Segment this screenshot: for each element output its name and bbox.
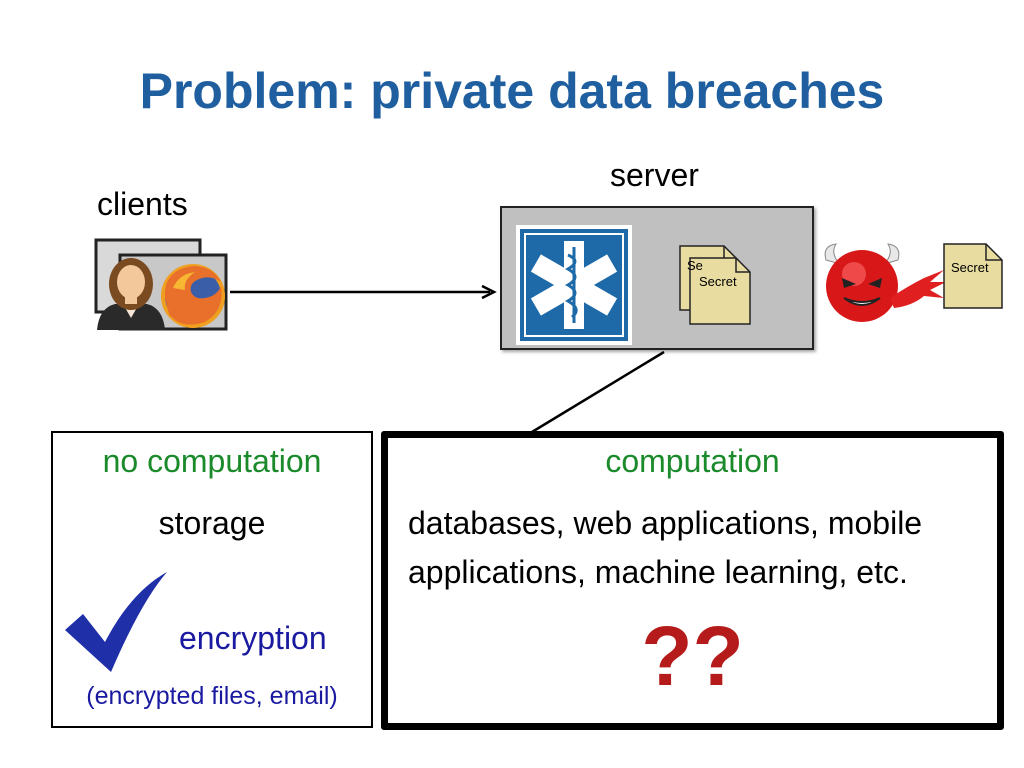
client-window-icon <box>94 238 228 331</box>
devil-face-icon <box>824 243 946 322</box>
user-avatar-icon <box>97 258 165 330</box>
encryption-label: encryption <box>179 620 327 656</box>
no-computation-heading: no computation <box>102 443 322 479</box>
server-label: server <box>610 157 699 193</box>
computation-examples-line-1: databases, web applications, mobile <box>408 505 923 541</box>
encryption-note: (encrypted files, email) <box>86 682 338 710</box>
computation-box <box>381 431 1004 730</box>
unknown-question-marks: ?? <box>641 609 744 703</box>
stolen-document-icon <box>943 243 1003 309</box>
server-to-box-connector <box>531 350 665 434</box>
computation-heading: computation <box>605 443 780 479</box>
computation-examples-line-2: applications, machine learning, etc. <box>408 554 908 590</box>
slide-title: Problem: private data breaches <box>139 63 885 119</box>
client-to-server-arrow <box>230 284 497 300</box>
stolen-doc-label: Secret <box>951 260 989 275</box>
medical-star-of-life-icon <box>516 225 632 345</box>
no-computation-box <box>51 431 373 728</box>
client-icon-group <box>93 238 233 334</box>
firefox-icon <box>161 264 225 328</box>
server-doc-front-label: Secret <box>699 274 737 289</box>
server-document-stack-icon <box>679 245 751 325</box>
server-doc-back-label: Se <box>687 258 703 273</box>
checkmark-icon <box>65 572 167 672</box>
clients-label: clients <box>97 186 188 222</box>
storage-label: storage <box>158 505 266 541</box>
